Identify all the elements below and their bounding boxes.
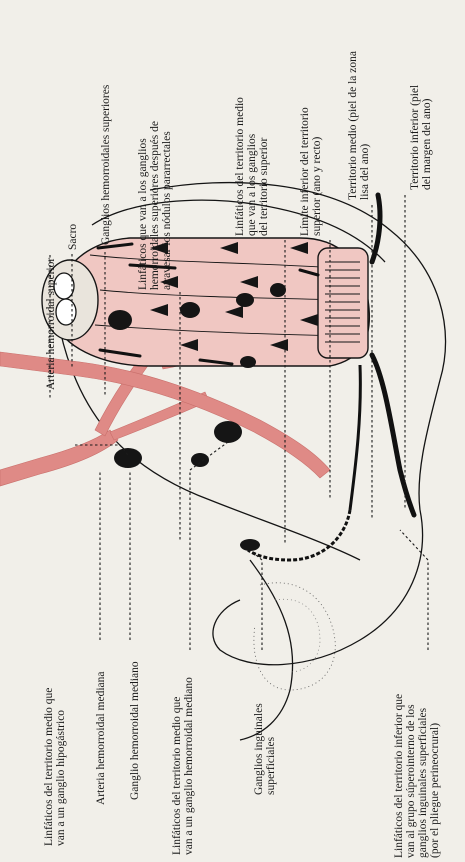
label-ganglio-hemorroidal-mediano: Ganglio hemorroidal mediano <box>129 661 141 800</box>
label-limite-inferior: Límite inferior del territorio superior … <box>299 104 323 236</box>
perianal-lymphatic <box>350 365 360 510</box>
node-pararrectal-4 <box>240 356 256 368</box>
label-ganglios-inguinales-superficiales: Ganglios inguinales superficiales <box>253 700 277 795</box>
ganglio-hemorroidal-mediano-node <box>114 448 142 468</box>
node-pararrectal-3 <box>270 283 286 297</box>
node-hipogastrico <box>108 310 132 330</box>
label-arteria-hemorroidal-superior: Arteria hemorroidal superior <box>45 258 57 390</box>
label-arteria-hemorroidal-mediana: Arteria hemorroidal mediana <box>95 672 107 805</box>
skin-fold <box>254 583 335 690</box>
label-territorio-medio-piel: Territorio medio (piel de la zona lisa d… <box>347 48 371 200</box>
label-linfaticos-ganglios-superiores: Linfáticos que van a los ganglios hemorr… <box>137 118 173 290</box>
anal-margin-upper <box>372 195 380 262</box>
cut-lumen-1 <box>54 273 74 299</box>
leader-ganglio-hemorroidal-mediano <box>190 442 228 650</box>
perineal-lymphatic-path <box>248 510 350 560</box>
label-ganglios-hemorroidales-superiores: Ganglios hemorroidales superiores <box>100 84 112 245</box>
cut-lumen-2 <box>56 299 76 325</box>
label-sacro: Sacro <box>67 224 79 250</box>
skin-fold-inner <box>275 599 320 672</box>
buttock-outline <box>213 510 423 665</box>
illustration <box>0 183 446 740</box>
inner-thigh-outline <box>240 560 293 740</box>
label-linfaticos-territorio-inferior: Linfáticos del territorio inferior que v… <box>393 691 441 858</box>
node-pararrectal-1 <box>180 302 200 318</box>
ganglio-inguinal-node <box>240 539 260 551</box>
anal-margin-lower <box>372 355 414 515</box>
label-territorio-inferior-piel: Territorio inferior (piel del margen del… <box>409 82 433 190</box>
label-linfaticos-hipogastrico: Linfáticos del territorio medio que van … <box>43 685 67 846</box>
leader-inguinales <box>250 550 262 650</box>
leader-territorio-inferior-linfaticos <box>400 530 428 650</box>
node-lateral <box>191 453 209 467</box>
label-linfaticos-territorio-medio-superior: Linfáticos del territorio medio que van … <box>234 94 270 236</box>
node-pararrectal-2 <box>236 293 254 307</box>
node-hemorroidal-superior <box>214 421 242 443</box>
label-linfaticos-ganglio-hemorroidal-mediano: Linfáticos del territorio medio que van … <box>171 677 195 855</box>
